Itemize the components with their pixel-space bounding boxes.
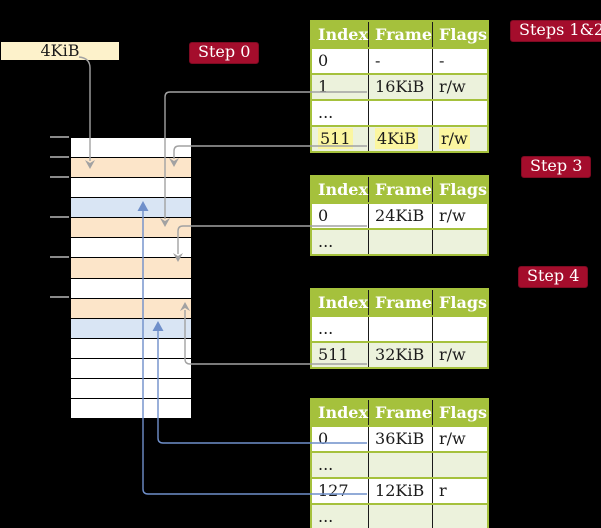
table-cell: r/w — [432, 73, 489, 100]
table-cell — [432, 99, 489, 126]
memory-frame-row-blue — [71, 318, 191, 339]
memory-frame-row-white — [71, 278, 191, 299]
column-header: Flags — [432, 398, 489, 426]
table-row: ... — [311, 99, 489, 126]
table-cell — [368, 99, 433, 126]
table-cell: 36KiB — [368, 425, 433, 452]
badge-step-0: Step 0 — [189, 42, 260, 64]
table-cell — [432, 315, 489, 342]
table-cell: r/w — [432, 125, 489, 152]
table-cell: ... — [311, 503, 369, 528]
table-cell — [432, 451, 489, 478]
column-header: Index — [311, 20, 369, 48]
memory-frame-row-blue — [71, 198, 191, 219]
highlighted-value: r/w — [439, 128, 470, 149]
memory-frame-row-white — [71, 178, 191, 199]
table-cell: 0 — [311, 47, 369, 74]
column-header: Frame — [368, 20, 433, 48]
memory-frame-row-peach — [71, 218, 191, 239]
column-header: Flags — [432, 288, 489, 316]
column-header: Index — [311, 288, 369, 316]
memory-frame-row-white — [71, 238, 191, 259]
table-cell: 0 — [311, 202, 369, 229]
table-cell: - — [432, 47, 489, 74]
table-cell: 511 — [311, 125, 369, 152]
table-row: ... — [311, 451, 489, 478]
column-header: Frame — [368, 288, 433, 316]
memory-frame-row-white — [71, 338, 191, 359]
table-row: ... — [311, 503, 489, 528]
table-cell — [432, 503, 489, 528]
memory-frame-row-peach — [71, 258, 191, 279]
table-cell: 24KiB — [368, 202, 433, 229]
table-cell: 4KiB — [368, 125, 433, 152]
table-cell: r/w — [432, 425, 489, 452]
frame-size-label: 4KiB — [1, 42, 119, 60]
table-row: ... — [311, 228, 489, 255]
highlighted-value: 4KiB — [375, 128, 419, 149]
column-header: Flags — [432, 20, 489, 48]
memory-frame-row-peach — [71, 158, 191, 179]
memory-frame-row-peach — [71, 298, 191, 319]
physical-memory-column — [70, 137, 192, 419]
table-cell: 0 — [311, 425, 369, 452]
memory-tick — [50, 136, 69, 138]
memory-tick — [50, 156, 69, 158]
memory-frame-row-white — [71, 399, 191, 419]
table-row: 0-- — [311, 47, 489, 74]
table-cell: - — [368, 47, 433, 74]
memory-tick — [50, 176, 69, 178]
memory-frame-row-white — [71, 358, 191, 379]
memory-tick — [50, 256, 69, 258]
column-header: Frame — [368, 175, 433, 203]
table-cell: 1 — [311, 73, 369, 100]
table-cell: 511 — [311, 341, 369, 368]
table-cell: ... — [311, 451, 369, 478]
table-cell — [432, 228, 489, 255]
table-cell — [368, 451, 433, 478]
table-cell: 127 — [311, 477, 369, 504]
memory-tick — [50, 296, 69, 298]
table-cell — [368, 315, 433, 342]
column-header: Index — [311, 175, 369, 203]
badge-step-4: Step 4 — [518, 266, 589, 288]
table-cell — [368, 228, 433, 255]
table-row: 511 4KiB r/w — [311, 125, 489, 152]
memory-frame-row-white — [71, 378, 191, 400]
highlighted-value: 511 — [318, 128, 353, 149]
table-cell: ... — [311, 99, 369, 126]
table-row: ... — [311, 315, 489, 342]
badge-step-3: Step 3 — [521, 156, 592, 178]
table-cell — [368, 503, 433, 528]
column-header: Flags — [432, 175, 489, 203]
memory-frame-row-white — [71, 138, 191, 159]
memory-tick — [50, 216, 69, 218]
table-cell: ... — [311, 228, 369, 255]
column-header: Index — [311, 398, 369, 426]
table-cell: ... — [311, 315, 369, 342]
badge-steps-1-2: Steps 1&2 — [510, 20, 601, 42]
table-cell: r — [432, 477, 489, 504]
table-cell: r/w — [432, 202, 489, 229]
table-cell: 12KiB — [368, 477, 433, 504]
column-header: Frame — [368, 398, 433, 426]
table-cell: 16KiB — [368, 73, 433, 100]
table-cell: r/w — [432, 341, 489, 368]
table-cell: 32KiB — [368, 341, 433, 368]
